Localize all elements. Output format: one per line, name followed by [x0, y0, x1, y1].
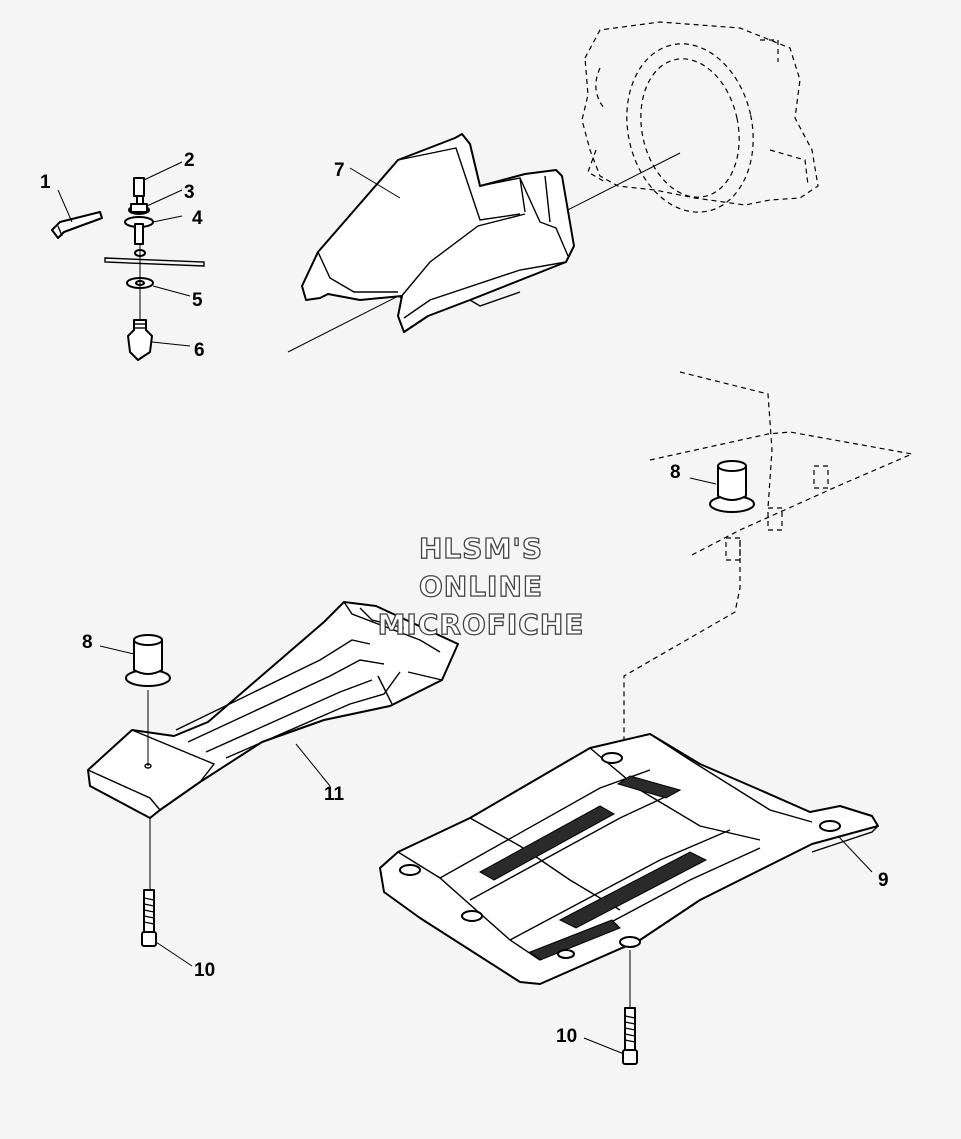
part-10-bolt-right	[622, 1007, 638, 1065]
callout-3: 3	[184, 182, 195, 203]
callout-1: 1	[40, 172, 51, 193]
callout-8-upper: 8	[670, 462, 681, 483]
watermark-line-1: HLSM'S	[419, 532, 543, 565]
part-8-mount-lower	[125, 634, 171, 687]
part-10-bolt-left	[141, 889, 157, 947]
engine-outline-phantom	[581, 21, 819, 213]
callout-10-left: 10	[194, 960, 215, 981]
watermark: HLSM'S ONLINE MICROFICHE	[377, 531, 585, 641]
leader-lines	[57, 161, 873, 1055]
part-4-washer	[124, 216, 154, 257]
callout-5: 5	[192, 290, 203, 311]
part-3-bushing	[128, 203, 150, 215]
callout-7: 7	[334, 160, 345, 181]
callout-11: 11	[324, 784, 345, 805]
part-9-engine-pan	[379, 733, 879, 985]
callout-4: 4	[192, 208, 203, 229]
callout-9: 9	[878, 870, 889, 891]
callout-2: 2	[184, 150, 195, 171]
part-11-mount-plate	[87, 601, 459, 819]
part-1-pin	[51, 211, 103, 239]
part-8-mount-upper	[709, 460, 755, 513]
part-2-bolt	[133, 177, 145, 207]
hood-panel-section	[104, 257, 205, 267]
part-7-deflector	[301, 133, 575, 333]
callout-6: 6	[194, 340, 205, 361]
callout-8-lower: 8	[82, 632, 93, 653]
callout-10-right: 10	[556, 1026, 577, 1047]
part-6-nut	[127, 319, 153, 361]
watermark-line-2: ONLINE	[419, 570, 543, 603]
watermark-line-3: MICROFICHE	[378, 608, 585, 641]
